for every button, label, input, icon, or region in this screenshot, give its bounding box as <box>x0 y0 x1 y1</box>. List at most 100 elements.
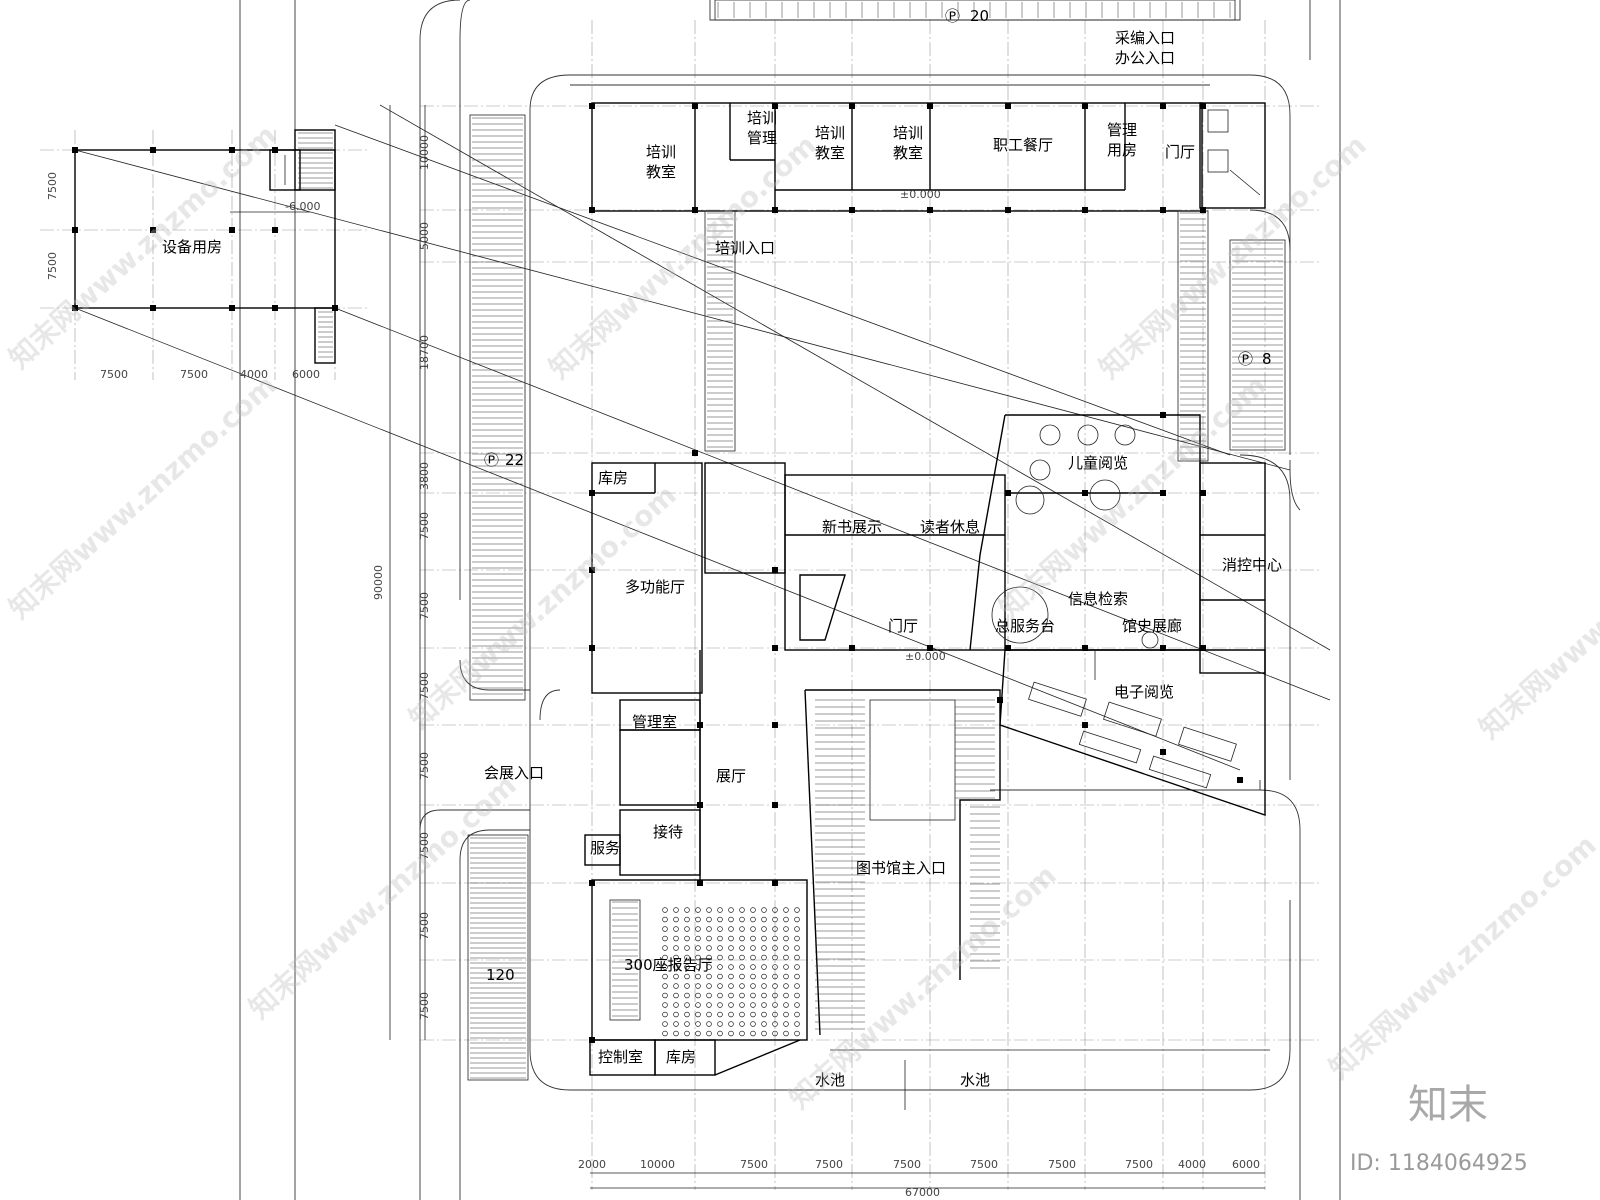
seat-136 <box>761 1002 767 1008</box>
seat-41 <box>684 1030 690 1037</box>
label-training-classroom-2b: 教室 <box>815 144 845 162</box>
seat-87 <box>728 935 734 942</box>
seat-173 <box>794 954 800 961</box>
seat-38 <box>684 1002 690 1008</box>
dim-main-v-6: 7500 <box>418 992 431 1020</box>
dim-bottom-8: 4000 <box>1178 1158 1206 1171</box>
column-29 <box>1082 645 1088 651</box>
watermark-8: 知末网www.znzmo.com <box>243 768 523 1025</box>
column-50 <box>272 227 278 233</box>
seat-89 <box>728 954 734 961</box>
label-editing-entrance-a: 采编入口 <box>1115 29 1175 47</box>
label-e-reading: 电子阅览 <box>1114 683 1174 701</box>
seat-180 <box>794 1021 800 1027</box>
basement-block <box>74 129 336 364</box>
column-7 <box>1160 103 1166 109</box>
column-40 <box>1005 490 1011 496</box>
seat-146 <box>772 964 778 970</box>
seat-92 <box>728 983 734 989</box>
seat-133 <box>761 973 767 980</box>
seat-74 <box>717 945 723 951</box>
column-32 <box>772 722 778 728</box>
column-53 <box>229 305 235 311</box>
label-training-classroom-3a: 培训 <box>893 124 923 142</box>
column-35 <box>697 802 703 808</box>
column-54 <box>272 305 278 311</box>
column-6 <box>1082 103 1088 109</box>
seat-66 <box>706 1002 712 1008</box>
dim-bottom-2: 7500 <box>740 1158 768 1171</box>
column-38 <box>772 880 778 886</box>
seat-151 <box>772 1011 778 1018</box>
label-training-mgmt-a: 培训 <box>747 109 777 127</box>
column-43 <box>72 147 78 153</box>
seat-52 <box>695 1002 701 1008</box>
seat-75 <box>717 954 723 961</box>
seat-40 <box>684 1021 690 1027</box>
seat-104 <box>739 964 745 970</box>
column-57 <box>1082 722 1088 728</box>
dim-bottom-5: 7500 <box>970 1158 998 1171</box>
seat-161 <box>783 973 789 980</box>
seat-118 <box>750 964 756 970</box>
seat-26 <box>673 1021 679 1027</box>
seat-148 <box>772 983 778 989</box>
seat-83 <box>717 1030 723 1037</box>
seat-68 <box>706 1021 712 1027</box>
seat-32 <box>684 945 690 951</box>
seat-138 <box>761 1021 767 1027</box>
seat-27 <box>673 1030 679 1037</box>
parking-count-120: 120 <box>486 966 515 984</box>
children-tables <box>991 424 1159 649</box>
label-history-gallery: 馆史展廊 <box>1122 617 1182 635</box>
dim-left-v-0: 7500 <box>46 172 59 200</box>
dim-main-v-0: 7500 <box>418 512 431 540</box>
column-45 <box>229 147 235 153</box>
column-51 <box>72 305 78 311</box>
seat-154 <box>783 907 789 913</box>
seat-111 <box>739 1030 745 1037</box>
seat-53 <box>695 1011 701 1018</box>
column-25 <box>772 645 778 651</box>
column-55 <box>332 305 338 311</box>
dim-left-h-3: 6000 <box>292 368 320 381</box>
parking-count-8: 8 <box>1262 350 1272 368</box>
seat-78 <box>717 983 723 989</box>
seat-13 <box>662 1030 668 1037</box>
seat-5 <box>662 954 668 961</box>
seat-137 <box>761 1011 767 1018</box>
seat-55 <box>695 1030 701 1037</box>
seat-90 <box>728 964 734 970</box>
column-56 <box>997 697 1003 703</box>
seat-109 <box>739 1011 745 1018</box>
label-fire-control: 消控中心 <box>1222 556 1282 574</box>
seat-139 <box>761 1030 767 1037</box>
seat-157 <box>783 935 789 942</box>
column-13 <box>927 207 933 213</box>
seat-51 <box>695 992 701 999</box>
seat-46 <box>695 945 701 951</box>
label-children-reading: 儿童阅览 <box>1068 454 1128 472</box>
label-reception: 接待 <box>653 823 683 841</box>
seat-76 <box>717 964 723 970</box>
label-service-desk: 总服务台 <box>995 617 1055 635</box>
seat-16 <box>673 926 679 932</box>
label-equipment: 设备用房 <box>162 238 222 256</box>
seat-44 <box>695 926 701 932</box>
seat-114 <box>750 926 756 932</box>
seat-147 <box>772 973 778 980</box>
seat-94 <box>728 1002 734 1008</box>
seat-23 <box>673 992 679 999</box>
dim-main-v-top-3: 3800 <box>418 462 431 490</box>
seat-48 <box>695 964 701 970</box>
seat-128 <box>761 926 767 932</box>
seat-115 <box>750 935 756 942</box>
seat-33 <box>684 954 690 961</box>
seat-119 <box>750 973 756 980</box>
column-17 <box>1200 207 1206 213</box>
seat-9 <box>662 992 668 999</box>
dim-left-v-1: 7500 <box>46 252 59 280</box>
seat-34 <box>684 964 690 970</box>
seat-156 <box>783 926 789 932</box>
label-mgmt-room: 管理室 <box>632 713 677 731</box>
